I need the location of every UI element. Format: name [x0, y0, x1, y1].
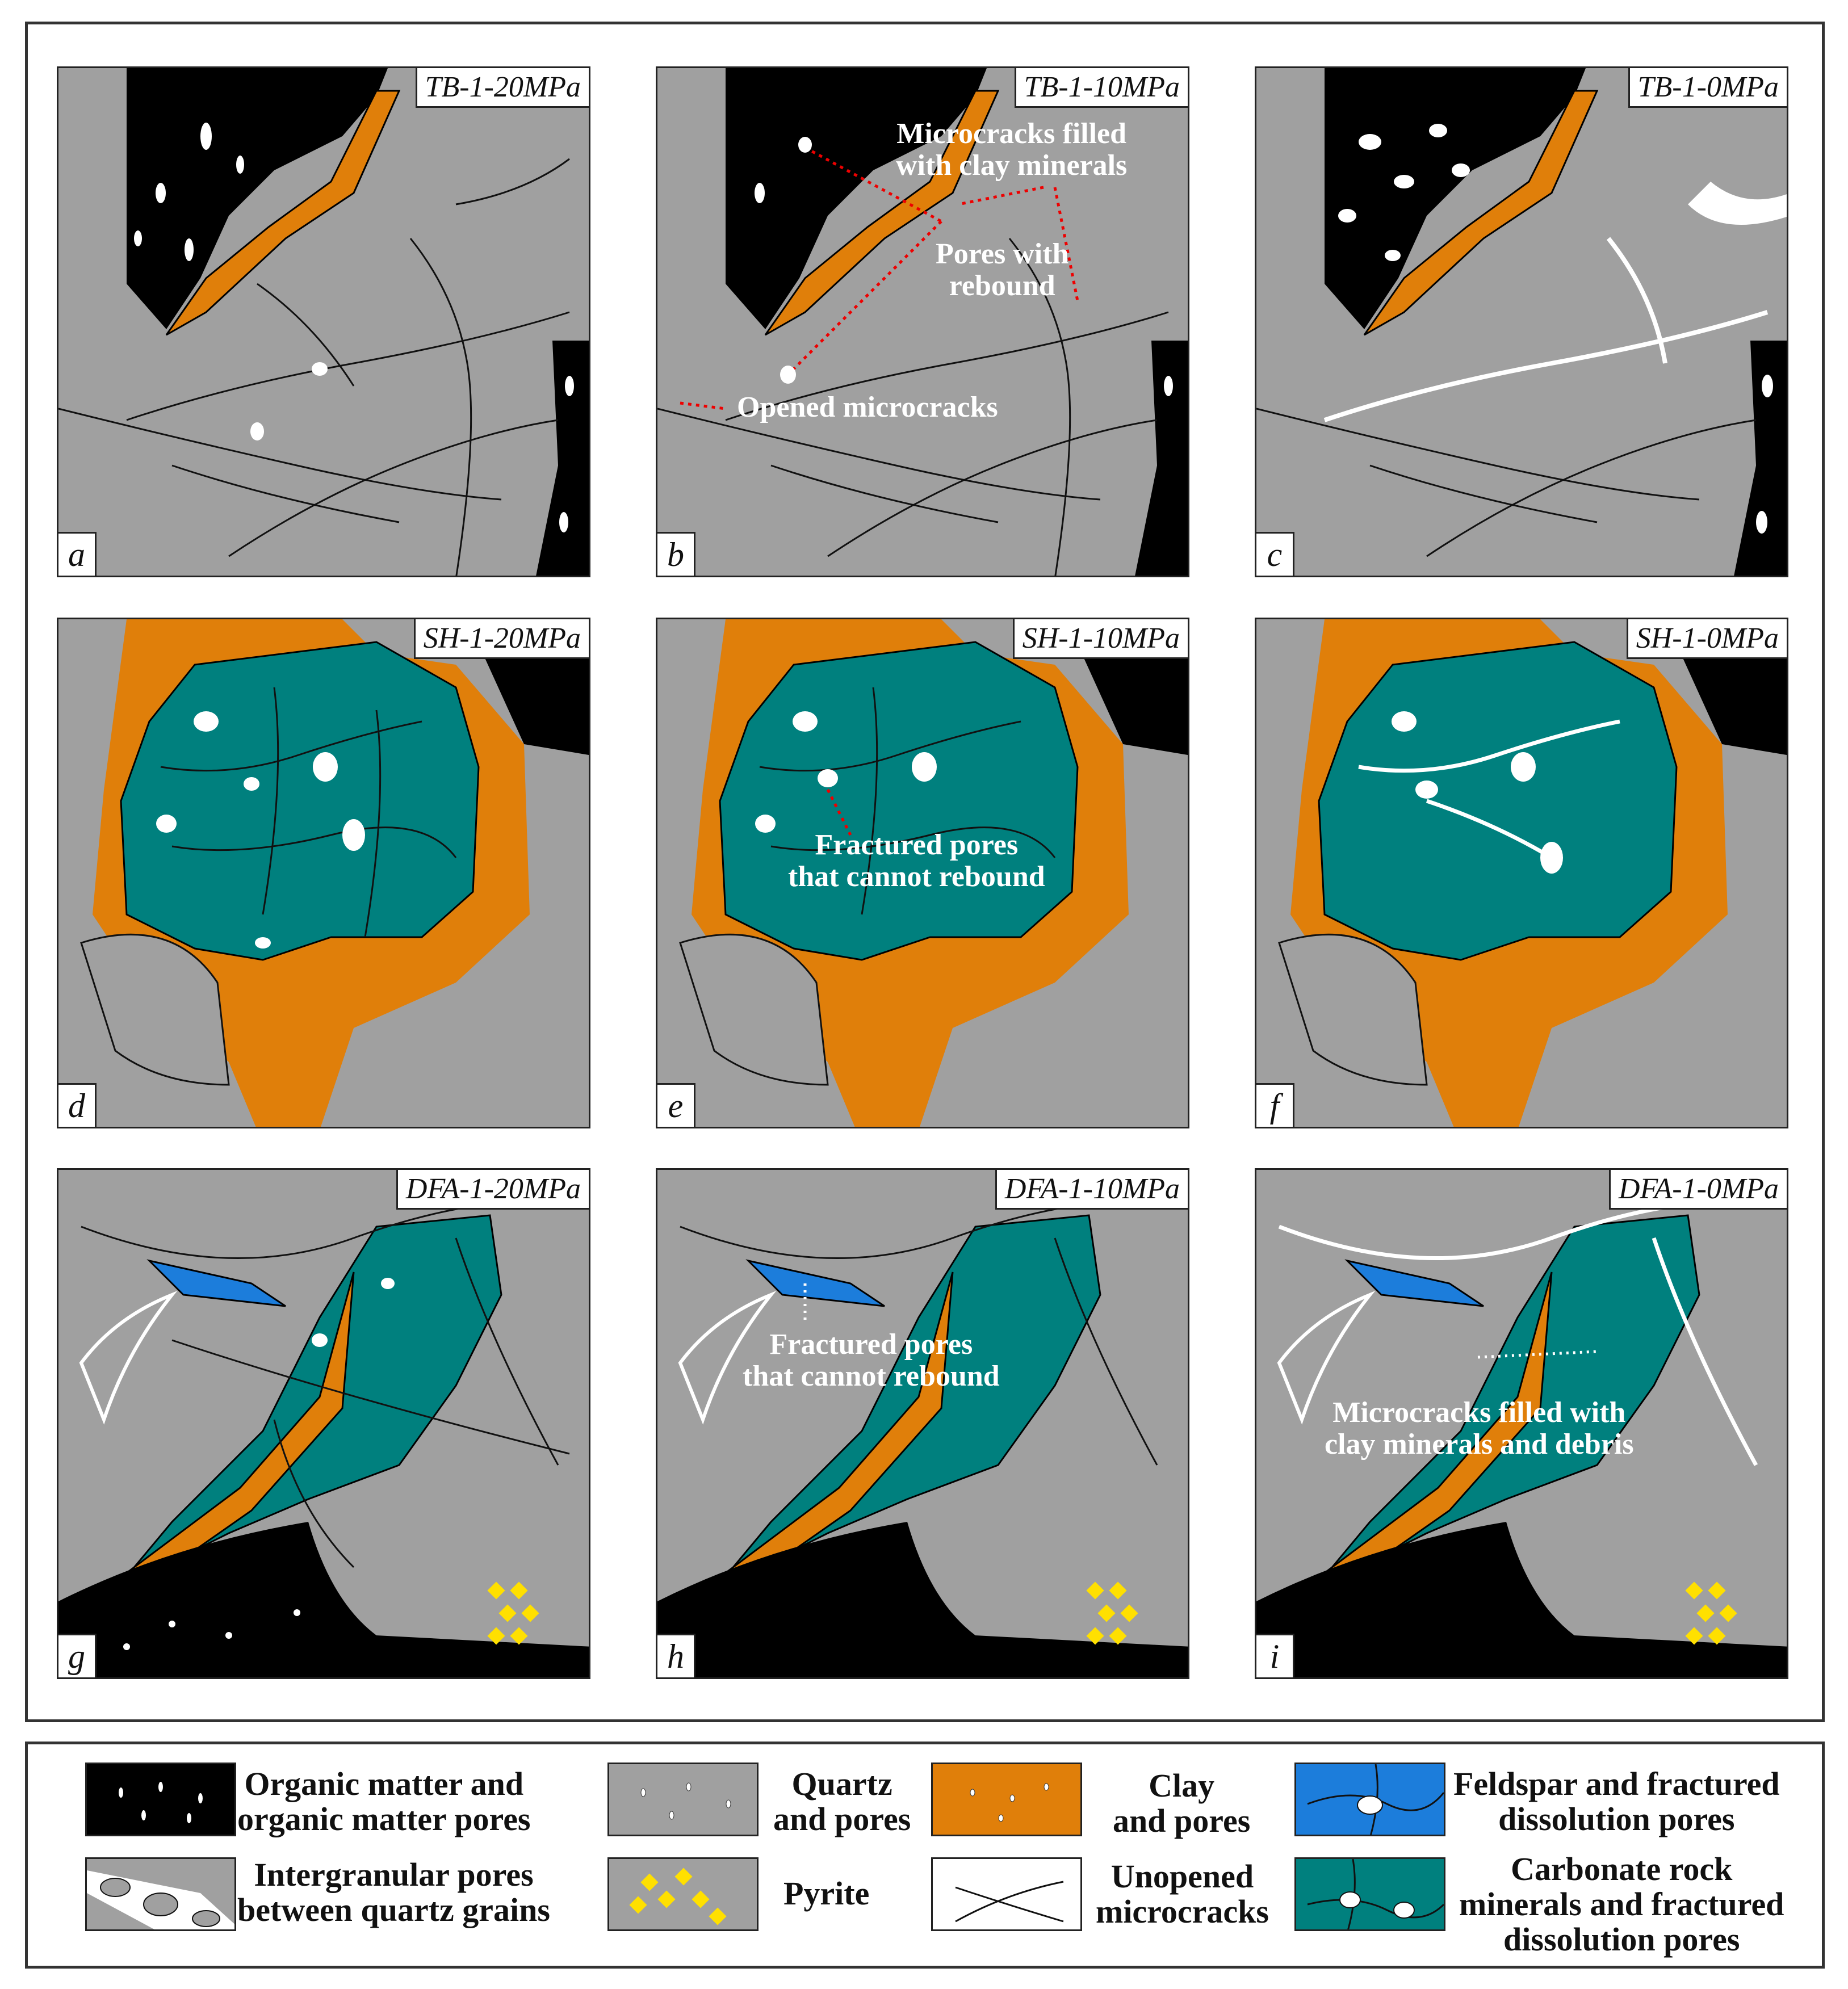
legend-swatch-feldspar — [1294, 1763, 1445, 1836]
panel-f: SH-1-0MPa f — [1255, 618, 1788, 1128]
legend-swatch-quartz — [607, 1763, 759, 1836]
panel-letter: e — [657, 1083, 695, 1127]
panel-a-drawing — [58, 68, 589, 576]
panel-f-drawing — [1278, 619, 1787, 1127]
panel-letter: g — [58, 1634, 97, 1677]
panel-d-drawing — [80, 619, 589, 1127]
panel-letter: b — [657, 532, 695, 576]
panel-title: DFA-1-20MPa — [396, 1170, 589, 1210]
panel-title: DFA-1-0MPa — [1608, 1170, 1787, 1210]
legend-swatch-intergranular — [85, 1857, 236, 1931]
panel-letter: i — [1256, 1634, 1294, 1677]
panel-title: TB-1-10MPa — [1014, 68, 1188, 108]
legend-swatch-microcracks — [931, 1857, 1082, 1931]
panel-letter: a — [58, 532, 97, 576]
panel-letter: h — [657, 1634, 695, 1677]
panel-g: DFA-1-20MPa g — [57, 1168, 590, 1679]
panel-letter: f — [1256, 1083, 1294, 1127]
panel-d: SH-1-20MPa d — [57, 618, 590, 1128]
legend-swatch-pyrite — [607, 1857, 759, 1931]
panel-letter: d — [58, 1083, 97, 1127]
panel-title: DFA-1-10MPa — [995, 1170, 1188, 1210]
panel-b-drawing — [657, 68, 1188, 576]
panel-title: TB-1-20MPa — [415, 68, 589, 108]
annotation-opened-microcracks: Opened microcracks — [737, 391, 998, 423]
panel-g-drawing — [58, 1201, 589, 1677]
panel-title: SH-1-20MPa — [413, 619, 589, 659]
panel-h-drawing — [657, 1201, 1188, 1677]
legend-label-pyrite: Pyrite — [783, 1875, 870, 1912]
panel-letter: c — [1256, 532, 1294, 576]
legend-swatch-carbonate — [1294, 1857, 1445, 1931]
legend-swatch-clay — [931, 1763, 1082, 1836]
panel-c-drawing — [1256, 68, 1787, 576]
panel-title: TB-1-0MPa — [1628, 68, 1787, 108]
panel-title: SH-1-10MPa — [1012, 619, 1188, 659]
legend-swatch-organic — [85, 1763, 236, 1836]
panel-a: TB-1-20MPa a — [57, 66, 590, 577]
panel-title: SH-1-0MPa — [1626, 619, 1787, 659]
panel-c: TB-1-0MPa c — [1255, 66, 1788, 577]
legend-frame — [25, 1742, 1825, 1969]
panel-e-drawing — [679, 619, 1188, 1127]
figure-frame — [25, 22, 1825, 1722]
